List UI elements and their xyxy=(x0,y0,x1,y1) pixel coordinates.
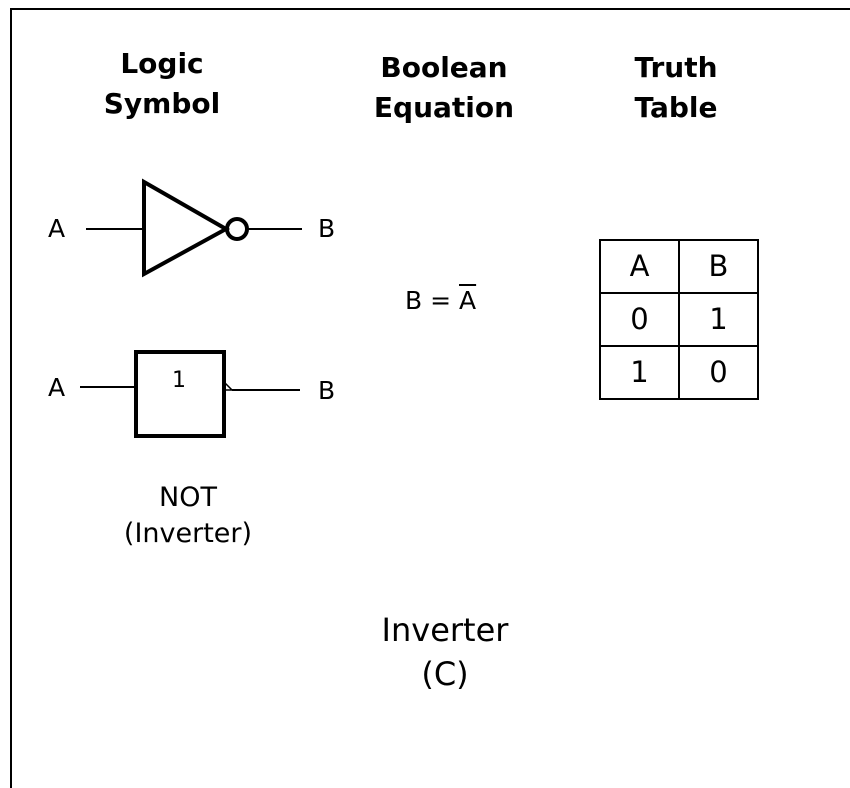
figure-caption-line1: Inverter xyxy=(381,611,509,649)
iec-gate-box-text: 1 xyxy=(172,368,186,393)
not-gate-output-label: B xyxy=(318,214,336,243)
not-gate-input-label: A xyxy=(48,214,66,243)
gate-caption: NOT (Inverter) xyxy=(88,480,288,552)
boolean-equation: B = A xyxy=(405,286,476,316)
iec-gate-output-label: B xyxy=(318,376,336,405)
heading-truth-table: Truth Table xyxy=(566,48,786,128)
gate-caption-line1: NOT xyxy=(159,482,217,513)
heading-logic-symbol-line2: Symbol xyxy=(103,87,221,120)
heading-logic-symbol: Logic Symbol xyxy=(52,44,272,124)
gate-caption-line2: (Inverter) xyxy=(123,518,253,549)
diagram-frame xyxy=(10,8,850,788)
figure-caption-line2: (C) xyxy=(421,655,469,693)
heading-boolean-equation-line1: Boolean xyxy=(380,51,508,84)
iec-gate-symbol xyxy=(80,350,300,438)
not-gate-triangle xyxy=(142,178,231,278)
truth-table: A B 0 1 1 0 xyxy=(599,239,759,400)
truth-table-cell: 1 xyxy=(599,345,680,400)
equation-lhs: B = xyxy=(405,286,452,315)
figure-caption: Inverter (C) xyxy=(330,608,560,696)
heading-truth-table-line1: Truth xyxy=(634,51,718,84)
truth-table-row: 1 0 xyxy=(599,345,759,400)
truth-table-cell: 1 xyxy=(678,292,759,347)
iec-gate-box xyxy=(134,350,226,438)
truth-table-header-b: B xyxy=(678,239,759,294)
heading-boolean-equation-line2: Equation xyxy=(373,91,515,124)
equation-rhs-complement: A xyxy=(459,286,477,315)
truth-table-row: 0 1 xyxy=(599,292,759,347)
truth-table-cell: 0 xyxy=(599,292,680,347)
heading-boolean-equation: Boolean Equation xyxy=(334,48,554,128)
truth-table-cell: 0 xyxy=(678,345,759,400)
heading-logic-symbol-line1: Logic xyxy=(120,47,204,80)
truth-table-header-row: A B xyxy=(599,239,759,294)
truth-table-header-a: A xyxy=(599,239,680,294)
not-gate-symbol xyxy=(86,178,302,278)
heading-truth-table-line2: Table xyxy=(634,91,718,124)
iec-gate-input-label: A xyxy=(48,373,66,402)
